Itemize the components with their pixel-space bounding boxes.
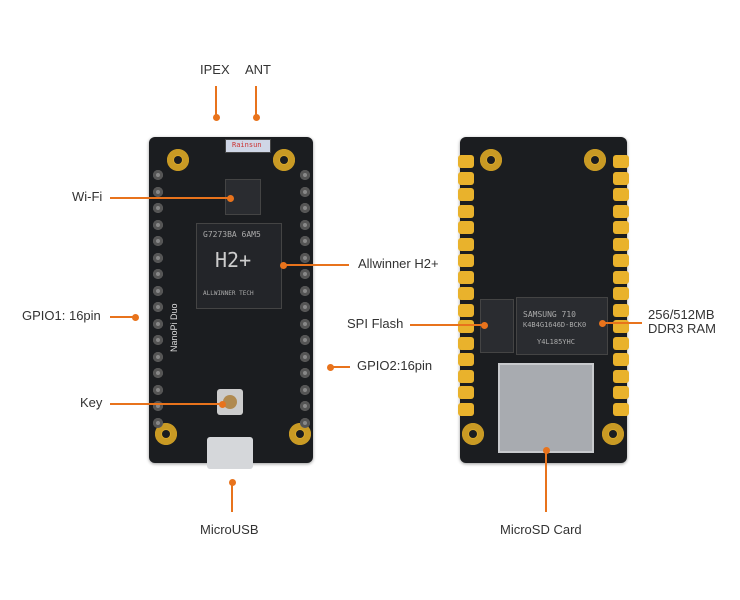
header-pin [458, 221, 474, 234]
label-microusb: MicroUSB [200, 522, 259, 537]
gpio-pad [153, 302, 163, 312]
header-pin [458, 287, 474, 300]
label-microsd: MicroSD Card [500, 522, 582, 537]
header-pin [613, 270, 629, 284]
gpio-pad [153, 219, 163, 230]
gpio-pad [300, 335, 310, 345]
label-ipex: IPEX [200, 62, 230, 77]
label-gpio1: GPIO1: 16pin [22, 308, 101, 323]
header-pin [458, 171, 474, 185]
label-spi-flash: SPI Flash [347, 316, 404, 331]
gpio-pad [300, 384, 310, 395]
header-pin [613, 155, 629, 168]
board-name: NanoPi Duo [169, 303, 179, 352]
gpio-pad [153, 203, 163, 213]
label-wifi: Wi-Fi [72, 189, 103, 204]
header-pin [613, 353, 629, 366]
gpio-pad [300, 219, 310, 230]
gpio-pad [300, 252, 310, 263]
ram-part: K4B4G1646D-BCK0 [523, 321, 587, 329]
gpio-pad [300, 236, 310, 246]
soc-vendor: ALLWINNER TECH [203, 290, 254, 297]
header-pin [613, 188, 629, 201]
header-pin [613, 402, 629, 416]
header-pin [613, 221, 629, 234]
gpio-pad [153, 170, 163, 180]
label-ram-size: 256/512MB [648, 307, 715, 322]
microsd-slot [498, 363, 594, 453]
gpio-pad [153, 269, 163, 279]
microusb-port [207, 437, 253, 469]
gpio-pad [300, 368, 310, 378]
ram-chip: SAMSUNG 710 K4B4G1646D-BCK0 Y4L185YHC [516, 297, 608, 355]
gpio-pad [300, 269, 310, 279]
header-pin [458, 237, 474, 251]
header-pin [458, 270, 474, 284]
header-pin [458, 320, 474, 333]
gpio-pad [153, 318, 163, 329]
board-front: Rainsun G7273BA 6AM5 H2+ ALLWINNER TECH … [149, 137, 313, 469]
header-pin [613, 336, 629, 350]
gpio-pad [153, 384, 163, 395]
header-pin [458, 336, 474, 350]
header-pin [458, 402, 474, 416]
antenna-connector: Rainsun [225, 139, 271, 153]
gpio-pad [153, 368, 163, 378]
label-ram-type: DDR3 RAM [648, 321, 716, 336]
header-pin [458, 155, 474, 168]
label-ant: ANT [245, 62, 271, 77]
header-pin [458, 386, 474, 399]
gpio-pad [300, 302, 310, 312]
soc-code: G7273BA 6AM5 [203, 230, 261, 239]
header-pin [458, 188, 474, 201]
header-pin [613, 237, 629, 251]
gpio-pad [153, 285, 163, 296]
gpio-pad [153, 335, 163, 345]
header-pin [613, 204, 629, 218]
gpio-pad [300, 186, 310, 197]
label-soc: Allwinner H2+ [358, 256, 439, 271]
header-pin [613, 287, 629, 300]
header-pin [613, 369, 629, 383]
gpio-pad [153, 252, 163, 263]
gpio-pad [300, 318, 310, 329]
gpio-pad [153, 401, 163, 411]
gpio-pad [300, 170, 310, 180]
antenna-text: Rainsun [232, 141, 262, 149]
board-back: SAMSUNG 710 K4B4G1646D-BCK0 Y4L185YHC [460, 137, 627, 463]
header-pin [613, 171, 629, 185]
header-pin [458, 204, 474, 218]
label-key: Key [80, 395, 103, 410]
header-pin [458, 303, 474, 317]
header-pin [613, 254, 629, 267]
gpio-pad [300, 351, 310, 362]
gpio-pad [300, 401, 310, 411]
header-pin [458, 353, 474, 366]
header-pin [458, 254, 474, 267]
gpio-pad [300, 203, 310, 213]
ram-brand: SAMSUNG 710 [523, 310, 576, 319]
gpio-pad [300, 417, 310, 428]
gpio-pad [153, 186, 163, 197]
header-pin [613, 386, 629, 399]
gpio-pad [153, 417, 163, 428]
ram-lot: Y4L185YHC [537, 338, 575, 346]
soc-brand: H2+ [215, 248, 252, 272]
gpio-pad [300, 285, 310, 296]
soc-chip: G7273BA 6AM5 H2+ ALLWINNER TECH [196, 223, 282, 309]
gpio-pad [153, 236, 163, 246]
label-gpio2: GPIO2:16pin [357, 358, 433, 373]
gpio-pad [153, 351, 163, 362]
header-pin [458, 369, 474, 383]
header-pin [613, 303, 629, 317]
